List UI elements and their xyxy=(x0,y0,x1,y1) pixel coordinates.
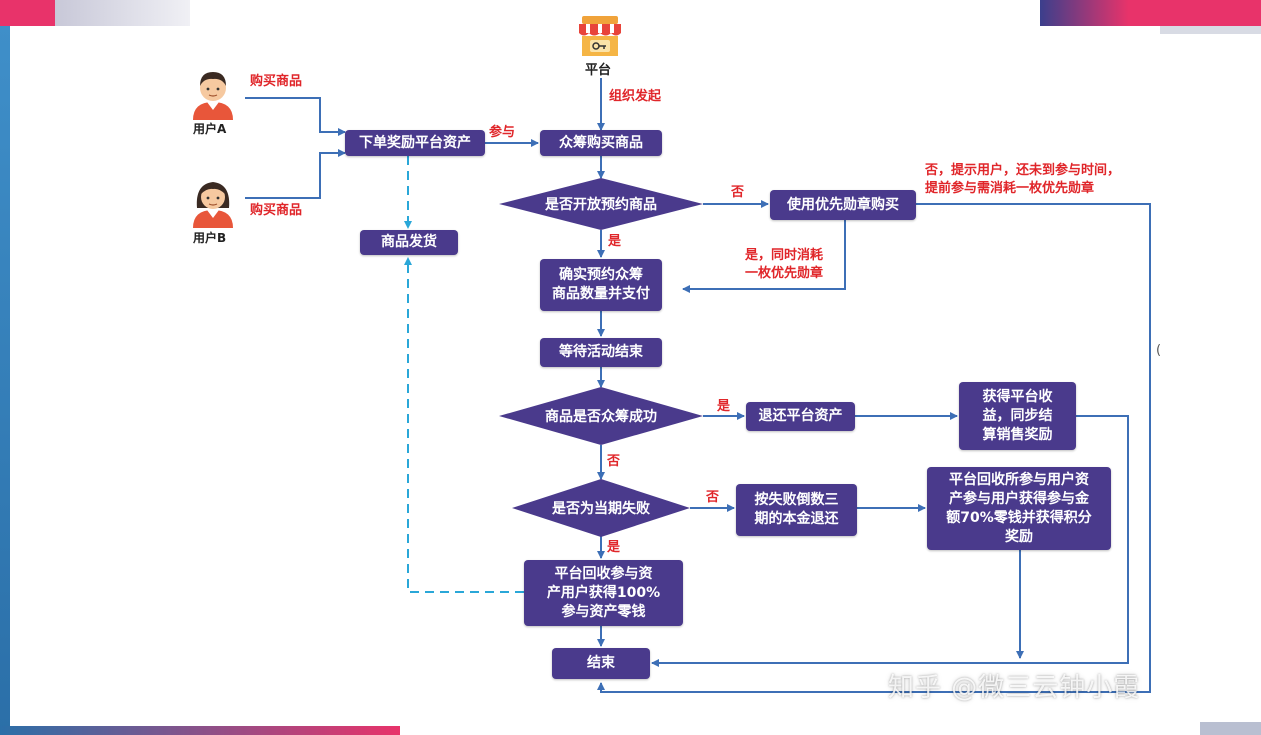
top-left-decoration-2 xyxy=(55,0,190,26)
label-yes-fail: 是 xyxy=(607,540,621,555)
node-use-badge: 使用优先勋章购买 xyxy=(770,190,916,220)
watermark: 知乎 @微三云钟小霞 xyxy=(888,673,1141,703)
decision-success-shape xyxy=(499,387,703,445)
user-a-action-label: 购买商品 xyxy=(250,74,303,89)
edge-userA-order xyxy=(245,97,346,136)
bottom-right-decoration xyxy=(1200,722,1261,735)
top-left-decoration xyxy=(0,0,60,26)
node-end: 结束 xyxy=(552,648,650,679)
label-yes-success: 是 xyxy=(717,399,731,414)
label-no-success: 否 xyxy=(607,454,621,469)
decision-open-reserve-shape xyxy=(499,178,703,230)
label-no-fail: 否 xyxy=(706,490,720,505)
user-b-label: 用户B xyxy=(193,231,227,245)
node-crowd-buy: 众筹购买商品 xyxy=(540,130,662,156)
user-b-avatar-icon xyxy=(189,174,237,228)
node-reclaim-100: 平台回收参与资 产用户获得100% 参与资产零钱 xyxy=(524,560,683,626)
decision-success: 商品是否众筹成功 xyxy=(545,409,657,425)
node-refund-assets: 退还平台资产 xyxy=(746,402,855,431)
node-countdown-refund: 按失败倒数三 期的本金退还 xyxy=(736,484,857,536)
node-order-reward: 下单奖励平台资产 xyxy=(345,130,485,156)
label-no-open: 否 xyxy=(731,185,745,200)
label-participate: 参与 xyxy=(489,125,516,140)
edge-badge-end xyxy=(597,203,1151,693)
node-confirm-pay: 确实预约众筹 商品数量并支付 xyxy=(540,259,662,311)
user-a-avatar-icon xyxy=(189,66,237,120)
right-gray-decoration xyxy=(1160,26,1261,34)
node-wait-end: 等待活动结束 xyxy=(540,338,662,367)
user-a-label: 用户A xyxy=(193,122,227,136)
platform-label: 平台 xyxy=(585,63,612,78)
label-no-hint: 否，提示用户，还未到参与时间， 提前参与需消耗一枚优先勋章 xyxy=(925,163,1121,196)
label-yes-consume: 是，同时消耗 一枚优先勋章 xyxy=(745,248,824,281)
label-organize: 组织发起 xyxy=(609,89,662,104)
node-reclaim-70: 平台回收所参与用户资 产参与用户获得参与金 额70%零钱并获得积分 奖励 xyxy=(927,467,1111,550)
decision-open-reserve: 是否开放预约商品 xyxy=(545,197,657,213)
user-b-action-label: 购买商品 xyxy=(250,203,303,218)
decision-fail-current: 是否为当期失败 xyxy=(552,501,650,517)
edge-badge-confirm xyxy=(682,220,846,293)
bottom-left-decoration xyxy=(0,726,400,735)
platform-shop-icon xyxy=(576,14,624,58)
edge-reclaim100-ship-dashed xyxy=(404,257,524,593)
decision-fail-current-shape xyxy=(512,479,690,537)
node-revenue-settle: 获得平台收 益，同步结 算销售奖励 xyxy=(959,382,1076,450)
left-edge-decoration xyxy=(0,26,10,735)
edge-revenue-end xyxy=(651,415,1129,667)
label-yes-open: 是 xyxy=(608,234,622,249)
side-mark: ( xyxy=(1156,343,1162,358)
edge-userB-order xyxy=(245,149,346,199)
node-ship: 商品发货 xyxy=(360,230,458,255)
top-right-decoration xyxy=(1040,0,1261,26)
